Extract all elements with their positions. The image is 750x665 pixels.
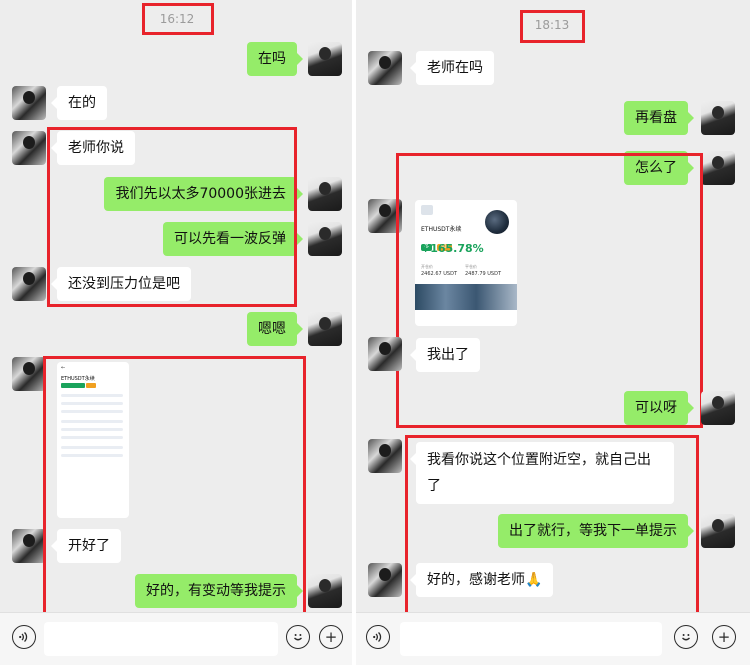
detail-row xyxy=(61,446,123,449)
message-bubble[interactable]: 好的，感谢老师🙏 xyxy=(409,563,554,597)
avatar[interactable] xyxy=(308,574,342,608)
open-price-label: 开仓价 xyxy=(421,264,433,269)
message-bubble[interactable]: 出了就行，等我下一单提示 xyxy=(498,514,694,548)
avatar[interactable] xyxy=(12,529,46,563)
avatar[interactable] xyxy=(12,131,46,165)
image-caption: ETHUSDT永续 xyxy=(61,376,95,382)
highlight-box xyxy=(405,435,699,617)
voice-icon[interactable] xyxy=(366,625,390,649)
open-price: 2462.67 USDT xyxy=(421,271,458,277)
message-bubble[interactable]: 嗯嗯 xyxy=(247,312,303,346)
message-bubble[interactable]: 开好了 xyxy=(51,529,121,563)
back-arrow-icon: ← xyxy=(61,365,66,371)
message-bubble[interactable]: 可以呀 xyxy=(624,391,694,425)
detail-row xyxy=(61,394,123,397)
message-bubble[interactable]: 我出了 xyxy=(410,338,480,372)
message-input[interactable] xyxy=(44,622,278,656)
image-message[interactable]: ← ETHUSDT永续 xyxy=(57,362,129,518)
message-bubble[interactable]: 可以先看一波反弹 xyxy=(163,222,303,256)
message-bubble[interactable]: 老师在吗 xyxy=(410,51,494,85)
message-bubble[interactable]: 老师你说 xyxy=(51,131,135,165)
blurred-banner xyxy=(415,284,517,310)
detail-row xyxy=(61,402,123,405)
right-chat-panel: 18:13 老师在吗 再看盘 怎么了 ETHUSDT永续 多 50x +165.… xyxy=(356,0,750,665)
avatar[interactable] xyxy=(308,312,342,346)
message-bubble[interactable]: 怎么了 xyxy=(624,151,694,185)
timestamp: 16:12 xyxy=(159,12,195,26)
coin-graphic xyxy=(485,210,509,234)
leverage-tag: 50x xyxy=(437,244,453,251)
message-input[interactable] xyxy=(400,622,662,656)
voice-icon[interactable] xyxy=(12,625,36,649)
avatar[interactable] xyxy=(12,86,46,120)
close-price-label: 平仓价 xyxy=(465,264,477,269)
highlight-box xyxy=(396,153,703,428)
highlight-box xyxy=(43,356,306,620)
detail-row xyxy=(61,420,123,423)
plus-icon[interactable]: + xyxy=(319,625,343,649)
highlight-box xyxy=(47,127,297,307)
avatar[interactable] xyxy=(701,391,735,425)
pnl-roi: +165.78% xyxy=(421,242,484,255)
pnl-tags: 多 50x xyxy=(421,233,453,252)
message-bubble[interactable]: 好的，有变动等我提示 xyxy=(135,574,303,608)
avatar[interactable] xyxy=(368,563,402,597)
message-bubble[interactable]: 还没到压力位是吧 xyxy=(51,267,191,301)
avatar[interactable] xyxy=(701,514,735,548)
message-bubble[interactable]: 我们先以太多70000张进去 xyxy=(104,177,303,211)
detail-row xyxy=(61,454,123,457)
avatar[interactable] xyxy=(308,42,342,76)
highlight-box xyxy=(520,10,585,43)
timestamp: 18:13 xyxy=(534,18,570,32)
side-tag: 多 xyxy=(421,244,433,251)
emoji-icon[interactable] xyxy=(674,625,698,649)
avatar[interactable] xyxy=(701,151,735,185)
input-bar: + xyxy=(0,612,352,665)
detail-row xyxy=(61,436,123,439)
emoji-icon[interactable] xyxy=(286,625,310,649)
avatar[interactable] xyxy=(308,222,342,256)
left-chat-panel: 16:12 在吗 在的 老师你说 我们先以太多70000张进去 可以先看一波反弹… xyxy=(0,0,352,665)
message-bubble[interactable]: 在吗 xyxy=(247,42,303,76)
avatar[interactable] xyxy=(368,337,402,371)
message-bubble[interactable]: 我看你说这个位置附近空，就自己出了 xyxy=(410,442,674,504)
image-message[interactable]: ETHUSDT永续 多 50x +165.78% 开仓价 平仓价 2462.67… xyxy=(415,200,517,326)
avatar[interactable] xyxy=(308,177,342,211)
detail-row xyxy=(61,410,123,413)
message-bubble[interactable]: 再看盘 xyxy=(624,101,694,135)
avatar[interactable] xyxy=(368,439,402,473)
tag xyxy=(86,383,96,388)
avatar[interactable] xyxy=(12,357,46,391)
close-price: 2487.79 USDT xyxy=(465,271,502,277)
logo xyxy=(421,205,433,215)
plus-icon[interactable]: + xyxy=(712,625,736,649)
avatar[interactable] xyxy=(701,101,735,135)
avatar[interactable] xyxy=(12,267,46,301)
message-bubble[interactable]: 在的 xyxy=(51,86,107,120)
avatar[interactable] xyxy=(368,51,402,85)
input-bar: + xyxy=(356,612,750,665)
highlight-box xyxy=(142,3,214,35)
detail-row xyxy=(61,428,123,431)
pnl-symbol: ETHUSDT永续 xyxy=(421,226,462,233)
tag xyxy=(61,383,85,388)
